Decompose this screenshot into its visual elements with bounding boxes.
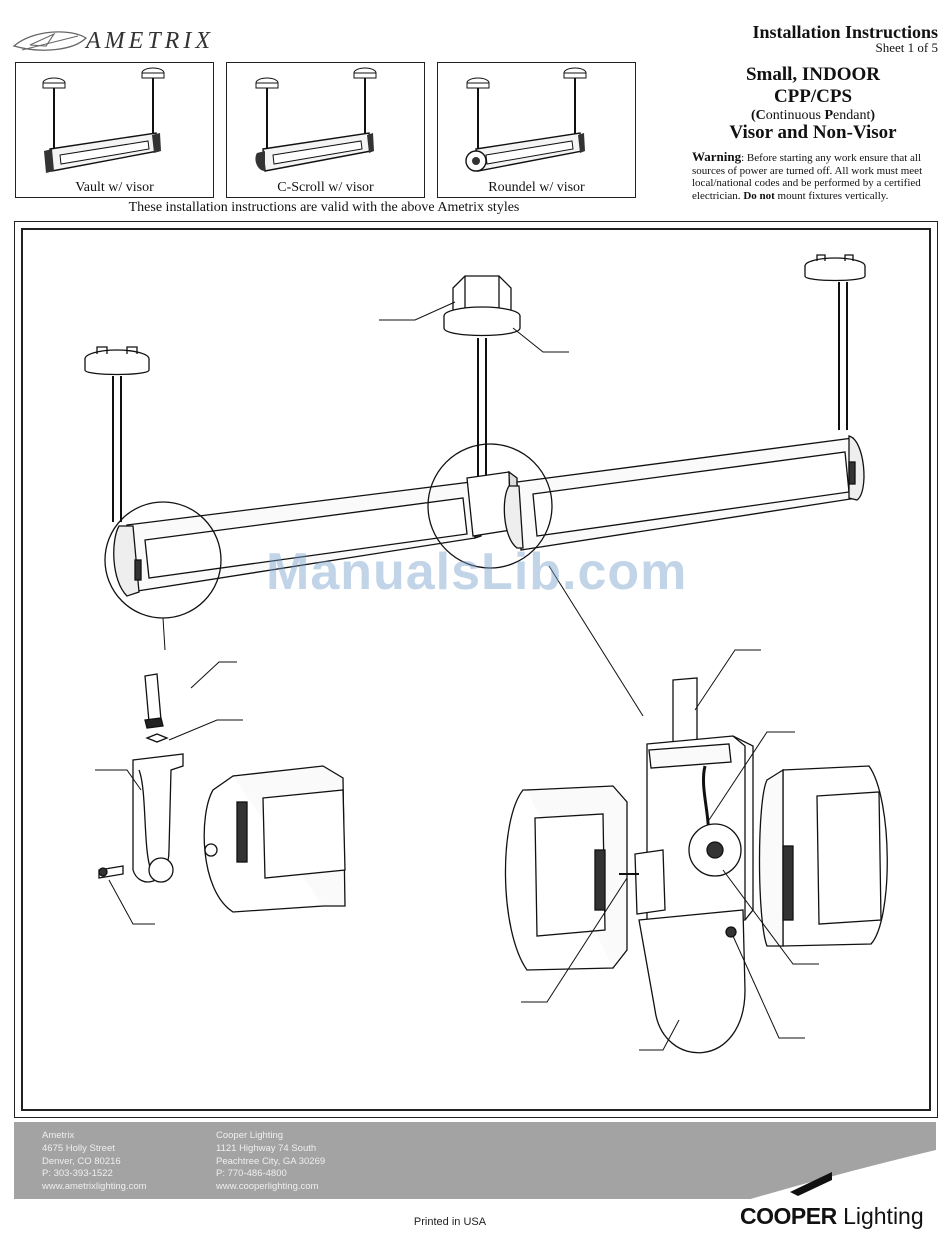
warning-tail: mount fixtures vertically. xyxy=(774,189,889,202)
installation-diagram xyxy=(84,254,888,1054)
watermark-text: ManualsLib.com xyxy=(266,543,688,601)
sub-text-pendant: endant xyxy=(833,108,871,123)
product-title-line1: Small, INDOOR xyxy=(745,64,881,85)
product-subtitle: (Continuous Pendant) xyxy=(690,108,936,124)
warning-text: Warning: Before starting any work ensure… xyxy=(692,149,938,202)
cooper-swoosh-logo xyxy=(720,1150,936,1210)
footer-band: Ametrix 4675 Holly Street Denver, CO 802… xyxy=(14,1122,936,1199)
right-fixture-housing xyxy=(503,435,865,551)
ametrix-logo-mark xyxy=(12,31,88,51)
end-cap-detail xyxy=(98,673,346,913)
ametrix-city: Denver, CO 80216 xyxy=(42,1155,121,1167)
printed-in-note: Printed in USA xyxy=(413,1216,487,1228)
warning-bold-tail: Do not xyxy=(743,189,775,202)
ametrix-website[interactable]: www.ametrixlighting.com xyxy=(42,1181,147,1193)
roundel-fixture-illustration xyxy=(465,67,587,172)
sub-text-continuous: ontinuous xyxy=(765,108,825,123)
style-thumb-cscroll: C-Scroll w/ visor xyxy=(226,62,425,198)
sheet-number: Sheet 1 of 5 xyxy=(875,40,938,55)
cooper-brand-bold: COOPER xyxy=(740,1203,837,1229)
cooper-brand-light: Lighting xyxy=(836,1203,924,1229)
cooper-city: Peachtree City, GA 30269 xyxy=(216,1155,326,1167)
brand-name: AMETRIX xyxy=(86,28,214,54)
cooper-street: 1121 Highway 74 South xyxy=(216,1142,317,1154)
center-junction-box xyxy=(443,275,521,480)
installation-title: Installation Instructions xyxy=(752,22,938,42)
initial-p: P xyxy=(824,108,834,123)
warning-body: : Before starting any work ensure that a… xyxy=(692,152,923,202)
style-caption-cscroll: C-Scroll w/ visor xyxy=(277,180,374,195)
left-fixture-housing xyxy=(113,479,482,597)
ametrix-company: Ametrix xyxy=(42,1130,75,1141)
ametrix-phone: P: 303-393-1522 xyxy=(42,1168,113,1180)
coupler-exploded-detail xyxy=(504,677,888,1054)
vault-fixture-illustration xyxy=(42,67,165,173)
cooper-company: Cooper Lighting xyxy=(216,1130,284,1141)
warning-label: Warning xyxy=(692,149,742,164)
right-canopy xyxy=(804,254,866,430)
styles-validity-note: These installation instructions are vali… xyxy=(128,200,520,215)
style-caption-roundel: Roundel w/ visor xyxy=(488,180,585,195)
detail-circle-coupler xyxy=(427,443,553,569)
main-drawing-inner-border xyxy=(21,228,931,1111)
product-variant-title: Visor and Non-Visor xyxy=(729,122,897,143)
ametrix-street: 4675 Holly Street xyxy=(42,1142,115,1154)
cscroll-fixture-illustration xyxy=(255,67,377,172)
paren-close: ) xyxy=(870,108,876,123)
style-caption-vault: Vault w/ visor xyxy=(75,180,154,195)
footer-address-ametrix: Ametrix 4675 Holly Street Denver, CO 802… xyxy=(42,1130,147,1194)
footer-address-cooper: Cooper Lighting 1121 Highway 74 South Pe… xyxy=(216,1130,325,1194)
initial-c: C xyxy=(755,108,766,123)
main-drawing-frame xyxy=(14,221,938,1118)
cooper-website[interactable]: www.cooperlighting.com xyxy=(216,1181,319,1193)
style-thumb-vault: Vault w/ visor xyxy=(15,62,214,198)
cooper-phone: P: 770-486-4800 xyxy=(216,1168,287,1180)
paren-open: ( xyxy=(750,108,756,123)
cooper-lighting-brand: COOPER Lighting xyxy=(740,1203,924,1230)
style-thumb-roundel: Roundel w/ visor xyxy=(437,62,636,198)
product-title-line2: CPP/CPS xyxy=(773,86,853,107)
left-canopy xyxy=(84,346,150,522)
product-title: Small, INDOOR CPP/CPS xyxy=(690,64,936,108)
